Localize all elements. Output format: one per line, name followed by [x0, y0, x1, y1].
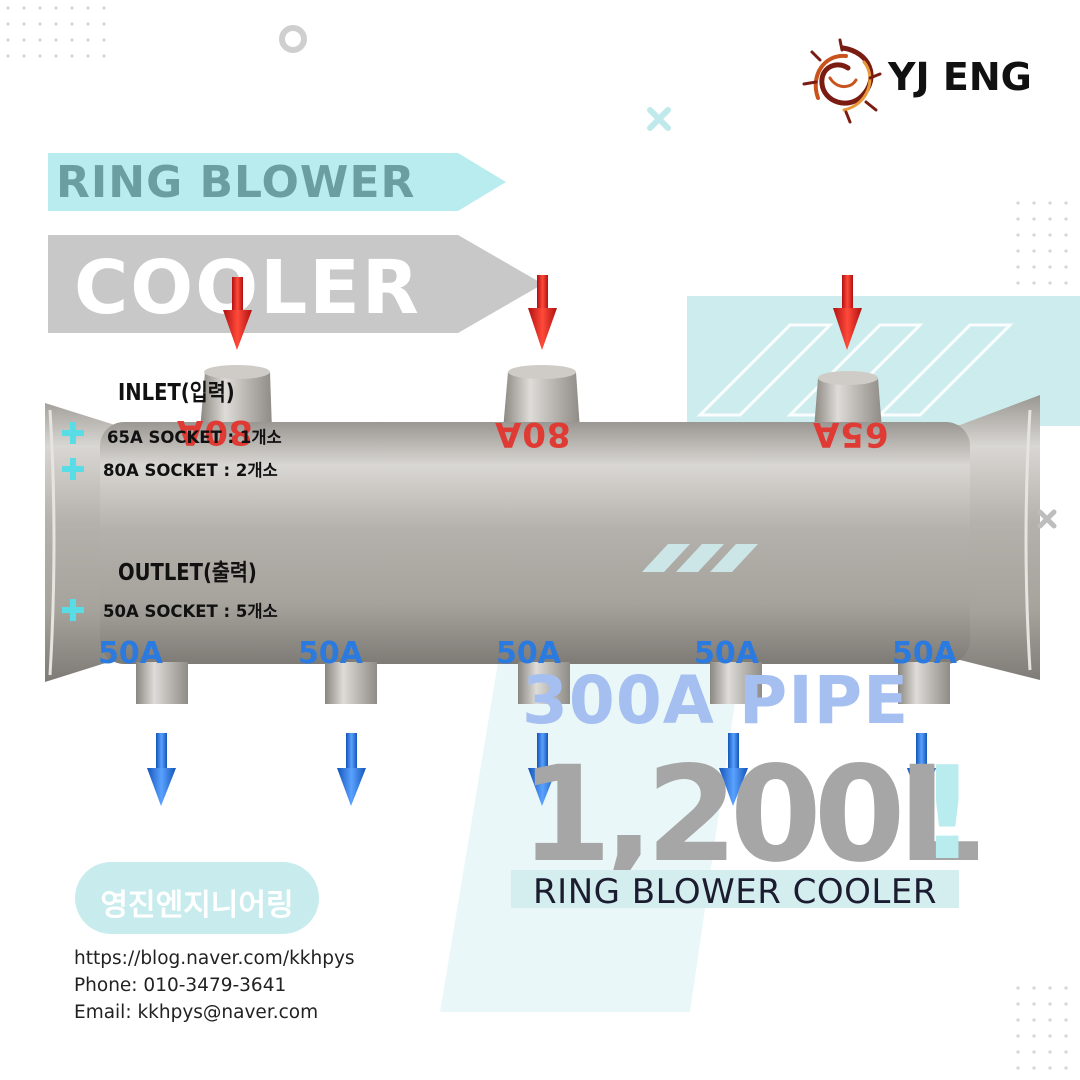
inlet-port-marking: 80A	[494, 414, 571, 454]
dot-grid-top-left	[0, 0, 110, 70]
close-icon	[1037, 509, 1057, 529]
inlet-heading: INLET(입력)	[118, 380, 235, 406]
outlet-port-marking: 50A	[98, 636, 163, 671]
outlet-port-marking: 50A	[892, 636, 957, 671]
outlet-port-marking: 50A	[298, 636, 363, 671]
product-name: RING BLOWER COOLER	[533, 872, 937, 912]
brand-name: YJ ENG	[888, 55, 1032, 99]
outlet-port-marking: 50A	[694, 636, 759, 671]
company-name-pill	[75, 862, 319, 934]
outlet-socket-item: 50A SOCKET : 5개소	[103, 602, 278, 621]
dot-grid-bottom-right	[1010, 980, 1080, 1070]
outlet-arrow-icon	[147, 733, 936, 806]
product-name-band	[511, 870, 959, 908]
plus-icon	[62, 458, 84, 480]
phone-number: Phone: 010-3479-3641	[74, 975, 287, 996]
inlet-port-3	[814, 371, 882, 430]
hatch-icon	[642, 544, 758, 572]
close-icon	[647, 107, 671, 131]
outlet-port-marking: 50A	[496, 636, 561, 671]
inlet-port-2	[503, 365, 580, 430]
inlet-socket-item: 80A SOCKET : 2개소	[103, 461, 278, 480]
blog-link[interactable]: https://blog.naver.com/kkhpys	[74, 948, 355, 969]
plus-icon	[62, 422, 84, 444]
capacity-label: 1,200L	[520, 738, 982, 892]
pipe-size-label: 300A PIPE	[522, 662, 910, 739]
outlet-heading: OUTLET(출력)	[118, 560, 257, 586]
dot-grid-right	[1010, 195, 1080, 295]
inlet-socket-item: 65A SOCKET : 1개소	[107, 428, 282, 447]
exclamation-mark: !	[918, 740, 977, 889]
cooler-title-banner: COOLER	[48, 235, 548, 335]
inlet-port-marking: 65A	[812, 414, 889, 454]
company-name: 영진엔지니어링	[100, 888, 294, 923]
ring-blower-title: RING BLOWER	[56, 157, 416, 208]
ring-blower-title-banner: RING BLOWER	[48, 153, 508, 211]
ring-icon	[279, 25, 307, 53]
plus-icon	[62, 599, 84, 621]
inlet-port-1	[200, 365, 272, 430]
email-address[interactable]: Email: kkhpys@naver.com	[74, 1002, 319, 1023]
brand-logo-icon	[802, 38, 882, 124]
inlet-arrow-icon	[223, 275, 862, 350]
